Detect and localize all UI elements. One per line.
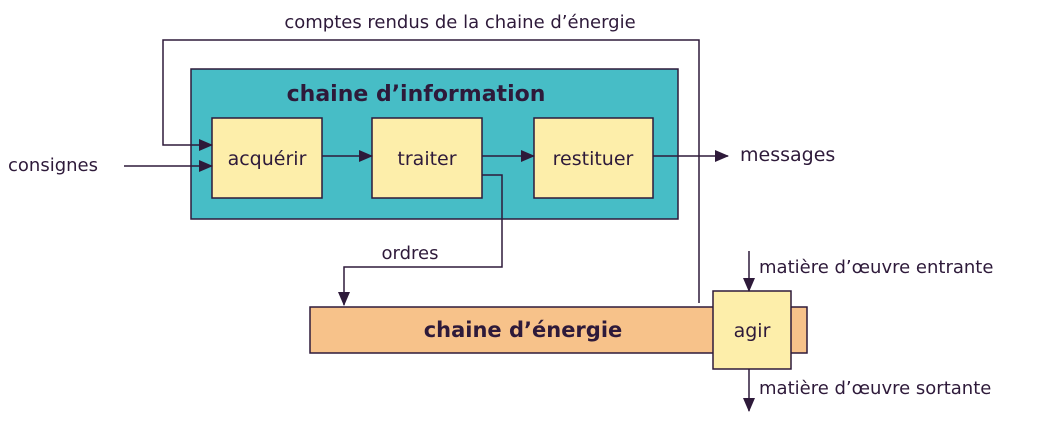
feedback-arrow — [162, 39, 700, 303]
process-block — [371, 117, 483, 199]
orders-label: ordres — [382, 243, 439, 264]
output-block — [533, 117, 654, 199]
energy-chain-title: chaine d’énergie — [424, 318, 623, 342]
act-label: agir — [734, 320, 771, 342]
setpoints-label: consignes — [8, 155, 98, 176]
acquire-label: acquérir — [228, 148, 307, 170]
feedback-label: comptes rendus de la chaine d’énergie — [284, 12, 635, 33]
messages-label: messages — [740, 144, 835, 166]
outgoing-material-label: matière d’œuvre sortante — [759, 378, 991, 399]
orders-arrow — [338, 174, 503, 306]
information-chain-title: chaine d’information — [287, 82, 546, 107]
act-block — [712, 290, 792, 370]
output-label: restituer — [553, 148, 634, 170]
process-label: traiter — [397, 148, 456, 170]
incoming-material-label: matière d’œuvre entrante — [759, 257, 993, 278]
acquire-block — [211, 117, 323, 199]
